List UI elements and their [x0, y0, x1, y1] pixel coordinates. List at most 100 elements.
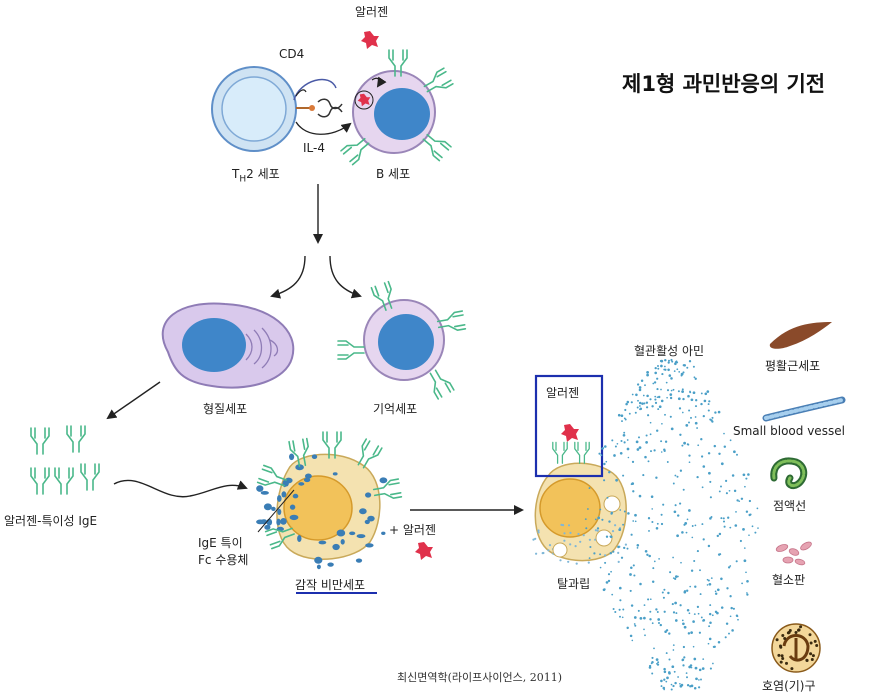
released-granule: [587, 561, 590, 564]
amine-dot: [689, 685, 692, 688]
amine-dot: [682, 645, 686, 649]
basophil-granule: [805, 659, 809, 662]
page-title: 제1형 과민반응의 기전: [622, 72, 826, 96]
amine-dot: [694, 585, 697, 588]
amine-dot: [640, 379, 644, 383]
released-granule: [594, 529, 598, 532]
amine-dot: [733, 450, 736, 454]
plus-allergen-icon: [415, 542, 433, 560]
amine-dot: [720, 606, 724, 609]
amine-dot: [687, 443, 690, 446]
amine-dot: [657, 618, 661, 621]
amine-dot: [614, 445, 617, 448]
amine-dot: [714, 592, 718, 596]
amine-dot: [662, 596, 665, 599]
amine-dot: [651, 520, 654, 524]
amine-dot: [701, 523, 704, 526]
granule: [303, 477, 311, 483]
amine-dot: [636, 406, 639, 409]
il4-arrow-curve: [295, 89, 307, 97]
amine-dot: [686, 518, 689, 521]
amine-dot: [632, 490, 635, 493]
granule: [339, 530, 345, 534]
amine-dot: [657, 365, 659, 367]
amine-dot: [674, 361, 678, 364]
amine-dot: [631, 639, 634, 642]
amine-dot: [612, 550, 615, 553]
released-granule: [563, 532, 566, 535]
amine-dot: [605, 460, 608, 463]
amine-dot: [670, 427, 674, 431]
amine-dot: [618, 528, 622, 532]
amine-dot: [663, 588, 666, 591]
amine-dot: [670, 389, 673, 392]
amine-dot: [683, 590, 687, 593]
basophil-granule: [779, 644, 782, 648]
amine-dot: [585, 527, 588, 530]
amine-dot: [725, 479, 728, 482]
vasoactive-amine-dots: [584, 358, 759, 691]
amine-dot: [660, 399, 664, 403]
amine-dot: [669, 571, 672, 574]
released-granule: [617, 551, 620, 555]
released-granule: [579, 540, 582, 543]
amine-dot: [655, 476, 658, 479]
amine-dot: [725, 492, 728, 495]
granule: [365, 543, 374, 548]
amine-dot: [611, 439, 614, 442]
amine-dot: [696, 427, 699, 429]
amine-dot: [686, 589, 689, 592]
amine-dot: [676, 368, 679, 371]
amine-dot: [599, 566, 602, 569]
amine-dot: [660, 364, 663, 368]
amine-dot: [702, 538, 705, 541]
amine-dot: [643, 604, 646, 607]
amine-dot: [690, 666, 693, 669]
amine-dot: [633, 616, 637, 619]
amine-dot: [648, 529, 650, 532]
granule: [314, 556, 323, 564]
amine-dot: [600, 454, 603, 457]
amine-dot: [629, 634, 633, 638]
amine-dot: [621, 420, 623, 423]
amine-dot: [631, 482, 635, 485]
amine-dot: [662, 686, 666, 690]
amine-dot: [683, 625, 687, 629]
amine-dot: [681, 658, 685, 662]
amine-dot: [683, 364, 687, 367]
amine-dot: [657, 621, 661, 625]
amine-dot: [688, 461, 691, 464]
amine-dot: [739, 539, 742, 543]
amine-dot: [638, 446, 642, 449]
amine-dot: [745, 571, 747, 574]
allergen-top-icon: [361, 31, 379, 49]
amine-dot: [708, 471, 711, 475]
granule: [327, 562, 334, 567]
amine-dot: [672, 388, 675, 391]
amine-dot: [746, 579, 749, 583]
amine-dot: [672, 556, 674, 559]
amine-dot: [709, 621, 712, 624]
amine-dot: [673, 370, 676, 372]
amine-dot: [626, 439, 629, 441]
amine-dot: [610, 570, 612, 573]
amine-dot: [672, 611, 676, 614]
amine-dot: [693, 657, 697, 661]
granule: [364, 519, 370, 525]
amine-dot: [622, 474, 625, 477]
granule: [340, 539, 345, 545]
amine-dot: [674, 601, 677, 605]
amine-dot: [649, 598, 652, 601]
vasoactive-amine-label: 혈관활성 아민: [634, 344, 705, 358]
amine-dot: [660, 359, 664, 363]
amine-dot: [625, 402, 628, 406]
amine-dot: [706, 584, 709, 586]
amine-dot: [630, 533, 633, 536]
sensitized-mast-cell: [256, 431, 403, 570]
amine-dot: [682, 488, 685, 491]
amine-dot: [631, 393, 634, 396]
amine-dot: [716, 611, 719, 615]
amine-dot: [680, 561, 682, 564]
granule: [359, 508, 367, 515]
released-granule: [548, 544, 552, 547]
